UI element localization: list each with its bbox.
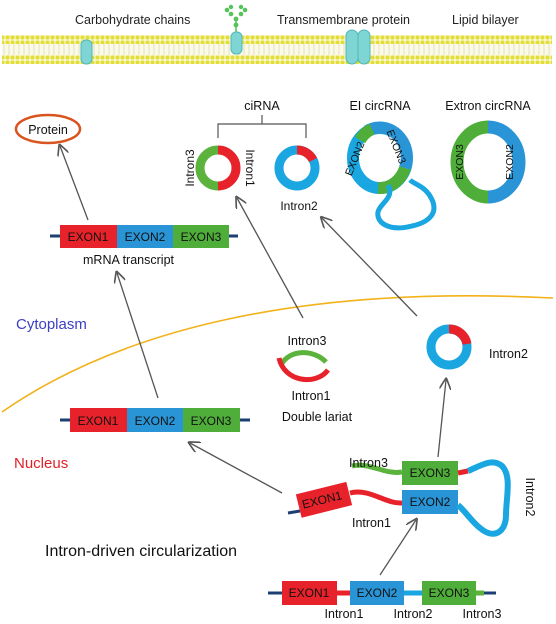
arrow-mrna-to-protein [60, 146, 89, 221]
circularization-intermediate: EXON1 EXON3 EXON2 [287, 459, 511, 537]
mrna-transcript: EXON1 EXON2 EXON3 [50, 225, 238, 248]
nuclear-mrna: EXON1 EXON2 EXON3 [60, 408, 250, 432]
cirna-label: ciRNA [244, 99, 280, 113]
extron-exon2-label: EXON2 [504, 144, 516, 180]
intermediate-tail [287, 509, 301, 515]
nuclear-exon1-label: EXON1 [78, 414, 119, 428]
pre-mrna-exon1-label: EXON1 [289, 586, 330, 600]
nuclear-exon3-label: EXON3 [191, 414, 232, 428]
lariat-intron1-label: Intron1 [292, 389, 331, 403]
carbohydrate-chain [224, 4, 248, 32]
arrow-intron2-to-cirna [322, 218, 418, 317]
arrow-intermediate-to-intron2-circle [437, 380, 446, 458]
nuclear-envelope [1, 294, 554, 413]
ei-ring-exon3 [377, 165, 411, 195]
intermediate-intron3-label: Intron3 [349, 456, 388, 470]
membrane-outer-heads [2, 35, 552, 44]
lariat-intron3-label: Intron3 [288, 334, 327, 348]
ei-exon2-label: EXON2 [343, 140, 368, 178]
cirna-bracket [217, 115, 307, 138]
pre-mrna-exon2 [350, 581, 404, 605]
arrow-pre-mrna-to-intermediate [379, 520, 416, 576]
mrna-exon3 [173, 225, 229, 248]
intermediate-exon2-label: EXON2 [410, 495, 451, 509]
nuclear-exon2-label: EXON2 [135, 414, 176, 428]
double-lariat-label: Double lariat [282, 410, 353, 424]
intermediate-intron2-loop [455, 459, 511, 537]
intermediate-intron2-label: Intron2 [523, 478, 537, 517]
intermediate-intron2-red [457, 468, 469, 476]
pre-mrna-exon2-label: EXON2 [357, 586, 398, 600]
intermediate-intron1-label: Intron1 [352, 516, 391, 530]
intermediate-intron3 [351, 462, 403, 475]
cirna-ring2-red [296, 145, 318, 163]
cirna-ring1-red [217, 145, 241, 191]
transmembrane-protein-right [357, 29, 371, 65]
nuclear-mrna-exon2 [127, 408, 183, 432]
intron-driven-circularization-title: Intron-driven circularization [45, 543, 237, 560]
cell-membrane [2, 4, 552, 65]
lariat-green [278, 350, 328, 367]
ei-circrna-label: EI circRNA [349, 99, 411, 113]
lipid-bilayer-label: Lipid bilayer [452, 13, 519, 27]
intermediate-exon2 [402, 490, 458, 514]
membrane-inner-heads [2, 55, 552, 64]
arrow-nuclear-to-cytoplasm-mrna [117, 273, 159, 399]
cytoplasm-label: Cytoplasm [16, 316, 87, 333]
arrow-lariat-to-cirna [237, 198, 304, 319]
nuclear-mrna-exon1 [70, 408, 127, 432]
pre-mrna-exon1 [282, 581, 337, 605]
lariat-red [276, 357, 330, 382]
pre-mrna-exon3 [422, 581, 476, 605]
mrna-exon1 [60, 225, 117, 248]
mrna-exon2-label: EXON2 [125, 230, 166, 244]
ei-intron-loop [375, 178, 437, 231]
extron-circrna-label: Extron circRNA [445, 99, 531, 113]
intermediate-exon3-label: EXON3 [410, 466, 451, 480]
cirna-intron2-label: Intron2 [280, 199, 318, 213]
protein-oval [14, 113, 82, 145]
cirna-ring-intron3-intron1 [195, 145, 241, 191]
mrna-exon2 [117, 225, 173, 248]
ei-circrna-ring [347, 121, 437, 231]
pre-mrna-exon3-label: EXON3 [429, 586, 470, 600]
pre-mrna: EXON1 EXON2 EXON3 [268, 581, 496, 605]
arrow-intermediate-to-mrna [190, 443, 283, 494]
carbohydrate-chains-label: Carbohydrate chains [75, 13, 190, 27]
membrane-protein-1 [80, 39, 93, 65]
extron-exon3-label: EXON3 [454, 144, 466, 180]
intron2-circle-red [448, 324, 472, 346]
pre-mrna-intron3-label: Intron3 [463, 607, 502, 621]
cirna-intron3-label: Intron3 [183, 149, 197, 187]
pre-mrna-intron1-label: Intron1 [325, 607, 364, 621]
arrows [60, 146, 446, 576]
mrna-exon1-label: EXON1 [68, 230, 109, 244]
membrane-tails [2, 44, 552, 56]
nucleus-label: Nucleus [14, 455, 68, 472]
intermediate-exon3 [402, 461, 458, 485]
intermediate-intron1 [349, 489, 403, 506]
ei-ring-exon3-top [354, 123, 375, 144]
intron2-circle-label: Intron2 [489, 347, 528, 361]
pre-mrna-intron2-label: Intron2 [394, 607, 433, 621]
mrna-transcript-label: mRNA transcript [83, 253, 175, 267]
intron2-circle [426, 324, 472, 370]
double-lariat [276, 350, 330, 382]
extron-circrna-ring [450, 120, 526, 204]
extron-ring-exon2 [487, 120, 526, 204]
ei-ring-exon2-top [363, 121, 413, 170]
extron-ring-exon3 [450, 120, 489, 204]
cirna-ring-intron2 [274, 145, 320, 191]
membrane-protein-2 [230, 31, 243, 55]
intermediate-exon1 [295, 481, 353, 518]
cirna-intron1-label: Intron1 [243, 149, 257, 187]
mrna-exon3-label: EXON3 [181, 230, 222, 244]
cirna-ring1-green [195, 145, 219, 191]
transmembrane-protein-label: Transmembrane protein [277, 13, 410, 27]
nuclear-mrna-exon3 [183, 408, 240, 432]
protein-label: Protein [28, 123, 68, 137]
transmembrane-protein-left [345, 29, 359, 65]
